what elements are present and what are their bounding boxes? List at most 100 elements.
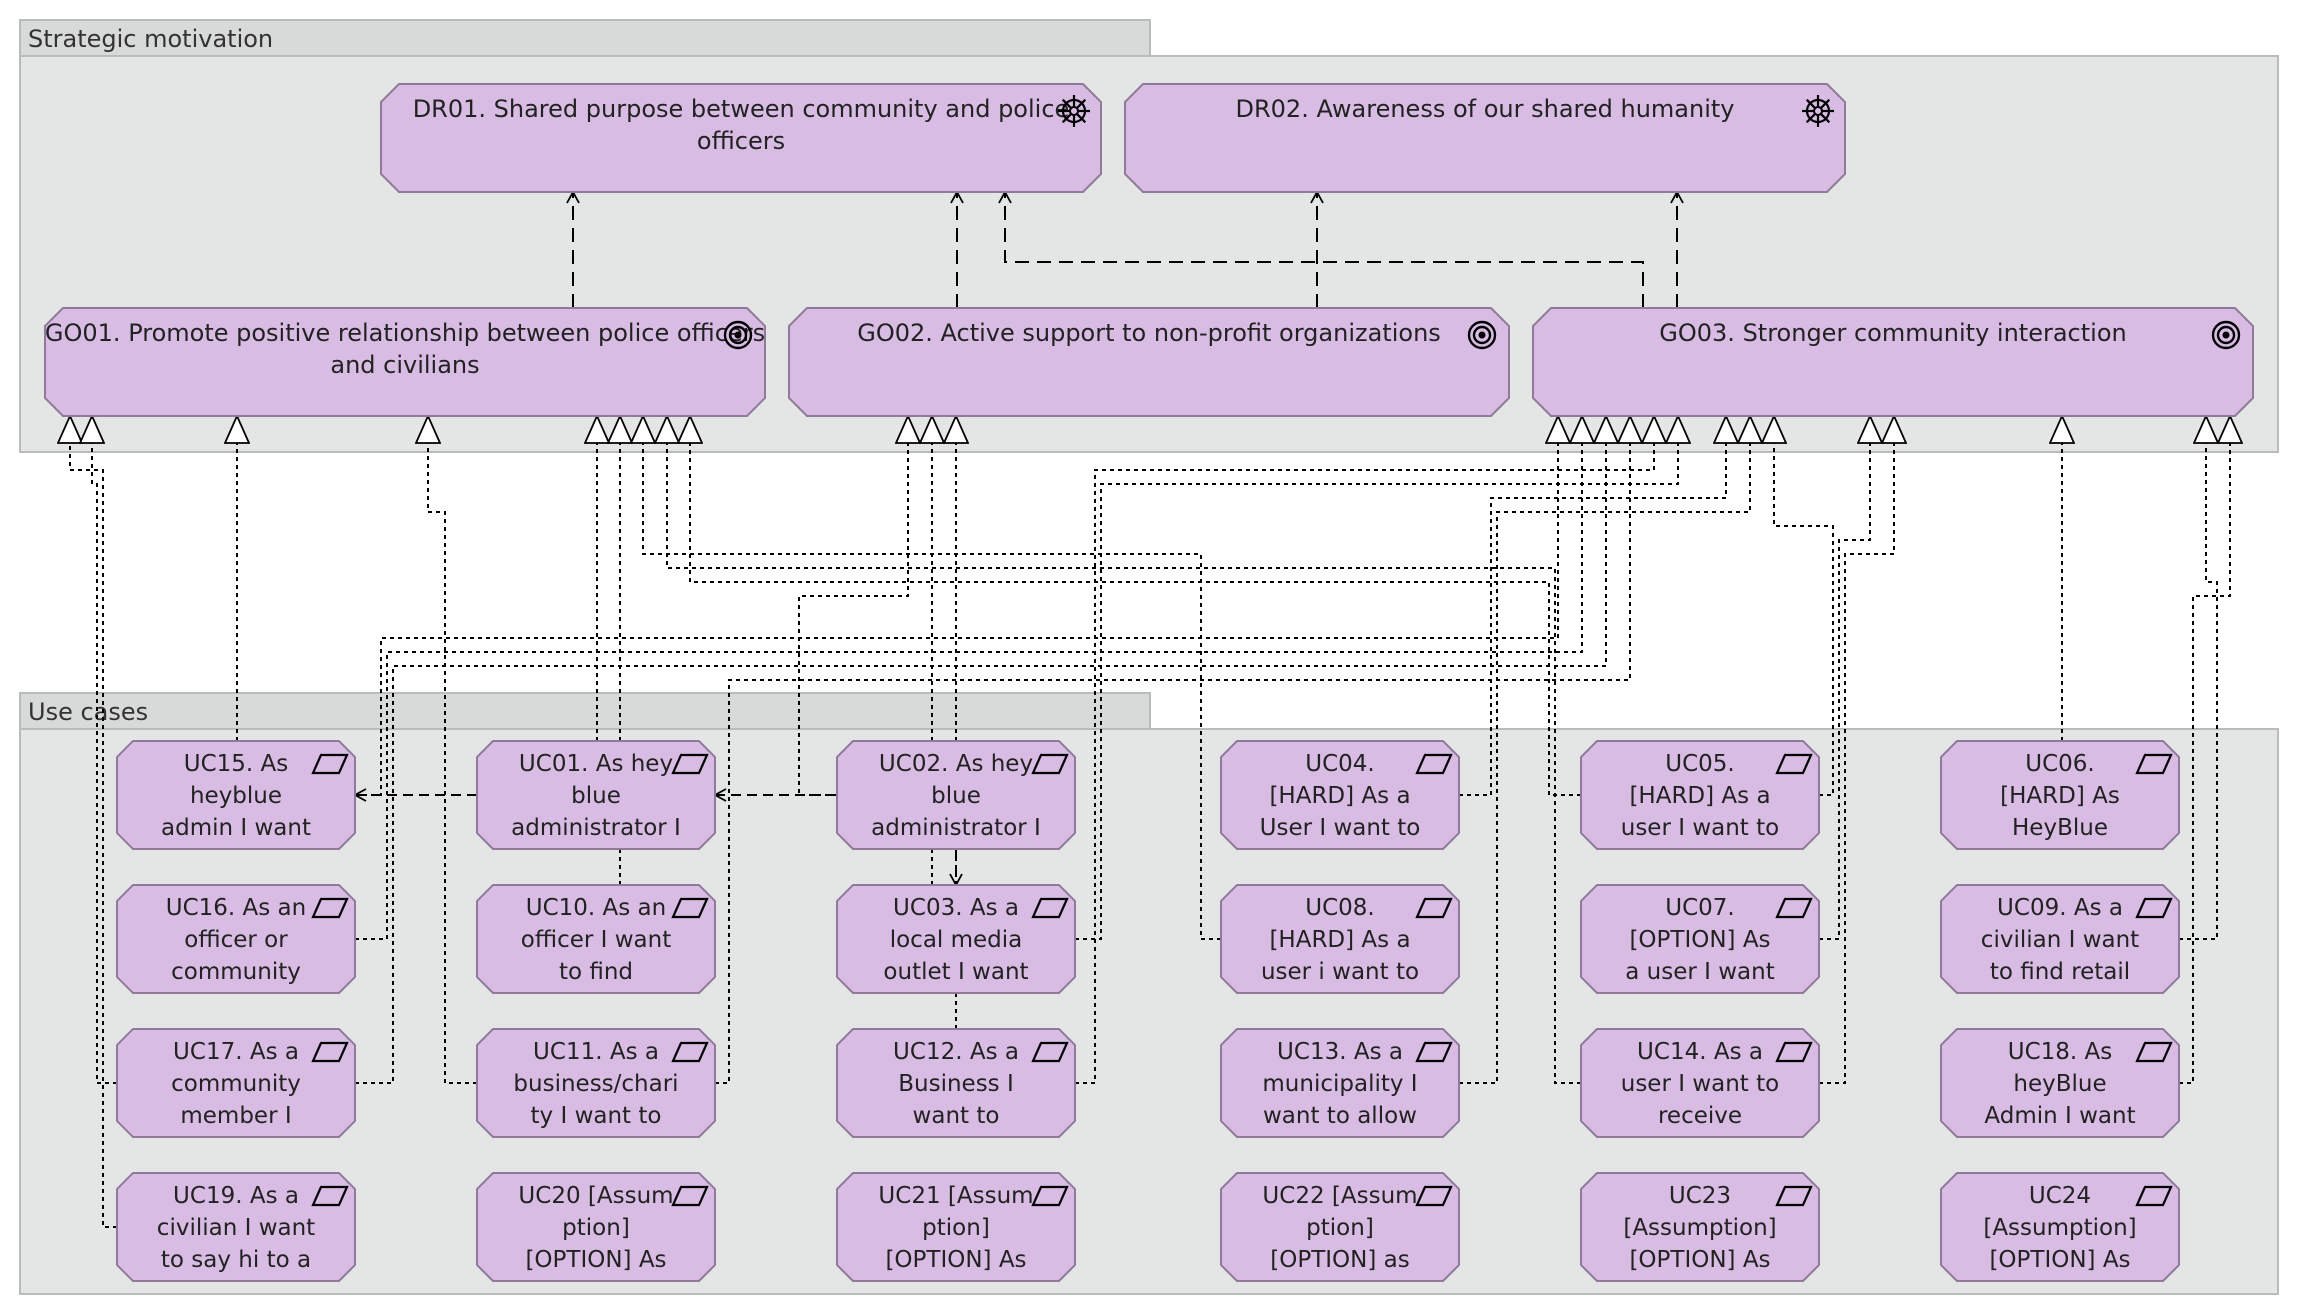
- work-package-icon: [311, 753, 349, 775]
- usecase-uc13[interactable]: UC13. As a municipality I want to allow: [1220, 1028, 1460, 1138]
- element-label-line: community: [171, 959, 301, 985]
- usecase-uc24[interactable]: UC24[Assumption][OPTION] As: [1940, 1172, 2180, 1282]
- element-label-line: UC24: [2029, 1183, 2091, 1209]
- element-label-line: UC15. As: [184, 751, 289, 777]
- element-label-line: [OPTION] As: [885, 1247, 1026, 1273]
- element-shape: [1940, 1028, 2180, 1138]
- realization-uc07-to-go03: [1819, 416, 1870, 940]
- element-label-line: UC04.: [1305, 751, 1374, 777]
- usecase-uc21[interactable]: UC21 [Assum ption] [OPTION] As: [836, 1172, 1076, 1282]
- work-package-icon: [1415, 1185, 1453, 1207]
- element-label-line: to find retail: [1990, 959, 2130, 985]
- realization-uc17-to-go01: [92, 416, 117, 1084]
- element-label-line: UC01. As hey: [519, 751, 673, 777]
- work-package-icon: [671, 1041, 709, 1063]
- work-package-icon: [2135, 1185, 2173, 1207]
- work-package-icon: [2135, 897, 2173, 919]
- realization-uc03-to-go03: [1075, 416, 1678, 940]
- usecase-uc08[interactable]: UC08. [HARD] As a user i want to: [1220, 884, 1460, 994]
- element-label-line: admin I want: [161, 815, 311, 841]
- element-label-line: officer I want: [521, 927, 671, 953]
- element-label-line: want to allow: [1263, 1103, 1417, 1129]
- work-package-icon: [1415, 1041, 1453, 1063]
- work-package-icon: [1775, 897, 1813, 919]
- element-label-line: UC07.: [1665, 895, 1734, 921]
- element-label-line: UC13. As a: [1277, 1039, 1403, 1065]
- driver-dr02[interactable]: DR02. Awareness of our shared humanity: [1124, 83, 1846, 193]
- element-label-line: [HARD] As a: [1269, 927, 1410, 953]
- element-label-line: ption]: [922, 1215, 990, 1241]
- element-label-line: UC11. As a: [533, 1039, 659, 1065]
- element-label-line: [OPTION] As: [1629, 927, 1770, 953]
- work-package-icon: [311, 1185, 349, 1207]
- element-label-line: HeyBlue: [2012, 815, 2108, 841]
- goal-go02[interactable]: GO02. Active support to non-profit organ…: [788, 307, 1510, 417]
- element-label-line: receive: [1658, 1103, 1742, 1129]
- element-shape: [836, 884, 1076, 994]
- realization-uc11-to-go01: [428, 416, 477, 1084]
- driver-dr01[interactable]: DR01. Shared purpose between community a…: [380, 83, 1102, 193]
- element-shape: [1580, 1028, 1820, 1138]
- element-label-line: municipality I: [1262, 1071, 1417, 1097]
- element-label-line: UC16. As an: [166, 895, 306, 921]
- element-shape: [1580, 740, 1820, 850]
- element-label-line: administrator I: [871, 815, 1041, 841]
- element-label-line: UC21 [Assum: [878, 1183, 1033, 1209]
- element-label-line: UC12. As a: [893, 1039, 1019, 1065]
- element-shape: [1220, 1028, 1460, 1138]
- goal-go01[interactable]: GO01. Promote positive relationship betw…: [44, 307, 766, 417]
- goal-go03[interactable]: GO03. Stronger community interaction: [1532, 307, 2254, 417]
- element-label-line: GO01. Promote positive relationship betw…: [45, 319, 765, 347]
- diagram-elements: DR01. Shared purpose between community a…: [44, 83, 2254, 1282]
- work-package-icon: [1031, 1041, 1069, 1063]
- usecase-uc22[interactable]: UC22 [Assumption][OPTION] as: [1220, 1172, 1460, 1282]
- work-package-icon: [671, 1185, 709, 1207]
- element-label-line: UC17. As a: [173, 1039, 299, 1065]
- element-shape: [1220, 1172, 1460, 1282]
- influence-go03-to-dr01: [998, 190, 1644, 308]
- element-label-line: user i want to: [1261, 959, 1419, 985]
- element-label-line: UC19. As a: [173, 1183, 299, 1209]
- work-package-icon: [2135, 1041, 2173, 1063]
- element-shape: [116, 1028, 356, 1138]
- usecase-uc20[interactable]: UC20 [Assumption][OPTION] As: [476, 1172, 716, 1282]
- goal-target-icon: [1467, 320, 1497, 350]
- element-label-line: ption]: [1306, 1215, 1374, 1241]
- element-shape: [1220, 740, 1460, 850]
- usecase-uc07[interactable]: UC07.[OPTION] Asa user I want: [1580, 884, 1820, 994]
- group-label-use-cases: Use cases: [28, 698, 148, 726]
- usecase-uc23[interactable]: UC23[Assumption][OPTION] As: [1580, 1172, 1820, 1282]
- element-label-line: [Assumption]: [1983, 1215, 2136, 1241]
- element-label-line: heyBlue: [2013, 1071, 2106, 1097]
- group-use-cases[interactable]: Use cases: [19, 692, 2279, 1295]
- work-package-icon: [1415, 897, 1453, 919]
- work-package-icon: [671, 897, 709, 919]
- element-label-line: [HARD] As a: [1269, 783, 1410, 809]
- element-label-line: UC08.: [1305, 895, 1374, 921]
- element-label-line: UC20 [Assum: [518, 1183, 673, 1209]
- element-shape: [836, 1028, 1076, 1138]
- realization-uc16-to-go03: [355, 416, 1582, 940]
- realization-uc14-to-go01: [667, 416, 1581, 1084]
- element-shape: [476, 884, 716, 994]
- usecase-uc16[interactable]: UC16. As an officer or community: [116, 884, 356, 994]
- element-label-line: officer or: [184, 927, 288, 953]
- work-package-icon: [1415, 753, 1453, 775]
- element-label-line: ty I want to: [531, 1103, 662, 1129]
- element-shape: [836, 1172, 1076, 1282]
